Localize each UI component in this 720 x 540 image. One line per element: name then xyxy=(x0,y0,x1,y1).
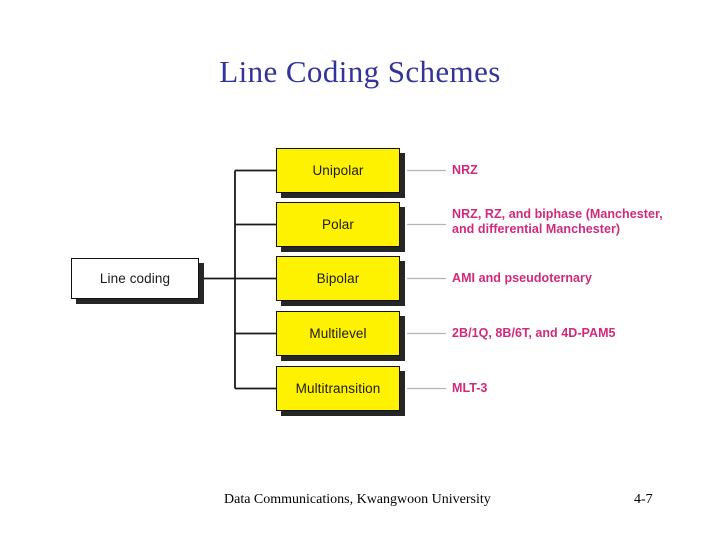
leaf-label-unipolar-line1: NRZ xyxy=(452,163,478,177)
slide-footer: Data Communications, Kwangwoon Universit… xyxy=(0,492,720,514)
leaf-label-polar-line1: NRZ, RZ, and biphase (Manchester, xyxy=(452,207,663,221)
leaf-label-polar: NRZ, RZ, and biphase (Manchester, and di… xyxy=(452,207,702,237)
footer-page-number: 4-7 xyxy=(634,492,653,507)
node-line-coding[interactable]: Line coding xyxy=(71,258,199,299)
node-polar[interactable]: Polar xyxy=(276,202,400,247)
leaf-label-multilevel-line1: 2B/1Q, 8B/6T, and 4D-PAM5 xyxy=(452,326,616,340)
line-coding-tree-diagram: Line coding Unipolar Polar Bipolar Multi… xyxy=(71,148,702,411)
leaf-label-multitransition: MLT-3 xyxy=(452,381,702,396)
node-unipolar[interactable]: Unipolar xyxy=(276,148,400,193)
leaf-label-multilevel: 2B/1Q, 8B/6T, and 4D-PAM5 xyxy=(452,326,702,341)
leaf-label-bipolar-line1: AMI and pseudoternary xyxy=(452,271,592,285)
leaf-label-multitransition-line1: MLT-3 xyxy=(452,381,488,395)
page-title: Line Coding Schemes xyxy=(219,54,501,89)
leaf-label-bipolar: AMI and pseudoternary xyxy=(452,271,702,286)
leaf-label-polar-line2: and differential Manchester) xyxy=(452,222,621,236)
leaf-label-unipolar: NRZ xyxy=(452,163,702,178)
node-bipolar[interactable]: Bipolar xyxy=(276,256,400,301)
node-multilevel[interactable]: Multilevel xyxy=(276,311,400,356)
connector-lines xyxy=(199,169,446,390)
footer-course-text: Data Communications, Kwangwoon Universit… xyxy=(224,492,491,507)
node-multitransition[interactable]: Multitransition xyxy=(276,366,400,411)
